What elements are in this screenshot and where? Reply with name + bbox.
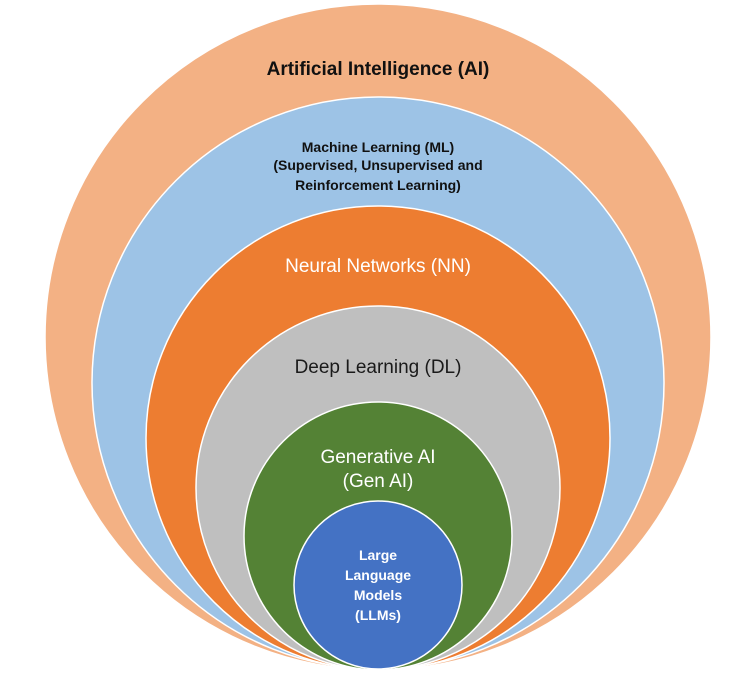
ml-label-line-2: (Supervised, Unsupervised and xyxy=(273,157,482,173)
llm-label-line-3: Models xyxy=(354,587,402,603)
ml-label-line-1: Machine Learning (ML) xyxy=(302,139,454,155)
ml-label-line-3: Reinforcement Learning) xyxy=(295,177,461,193)
gen-label-line-2: (Gen AI) xyxy=(343,471,414,492)
llm-label-line-4: (LLMs) xyxy=(355,607,401,623)
dl-label: Deep Learning (DL) xyxy=(295,357,462,378)
gen-label-line-1: Generative AI xyxy=(320,447,435,468)
llm-circle xyxy=(293,500,463,670)
nn-label: Neural Networks (NN) xyxy=(285,256,471,277)
ai-label: Artificial Intelligence (AI) xyxy=(267,59,490,80)
llm-label-line-1: Large xyxy=(359,547,397,563)
llm-label-line-2: Language xyxy=(345,567,411,583)
